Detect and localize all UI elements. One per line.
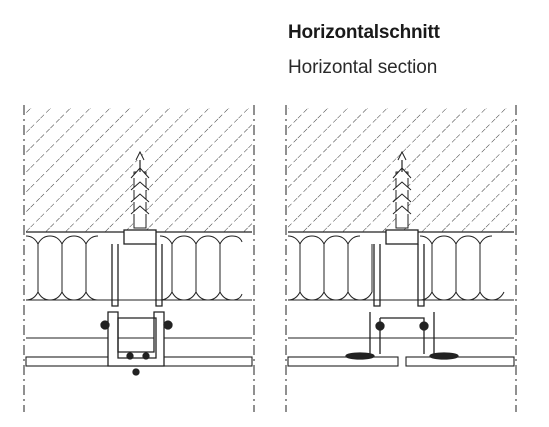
section-subtitle: Horizontal section <box>288 57 438 78</box>
insulation-left <box>25 235 252 301</box>
right-section-panel <box>285 105 517 412</box>
insulation-right <box>287 235 514 301</box>
cladding-panel-right-b <box>405 356 515 367</box>
cladding-panel-right-a <box>287 356 399 367</box>
section-title: Horizontalschnitt <box>288 22 440 43</box>
bracket-profile-left <box>100 229 173 376</box>
anchor-dowel-left <box>130 150 150 229</box>
bracket-profile-right <box>345 229 459 360</box>
anchor-dowel-right <box>392 150 412 229</box>
left-section-panel <box>23 105 255 412</box>
